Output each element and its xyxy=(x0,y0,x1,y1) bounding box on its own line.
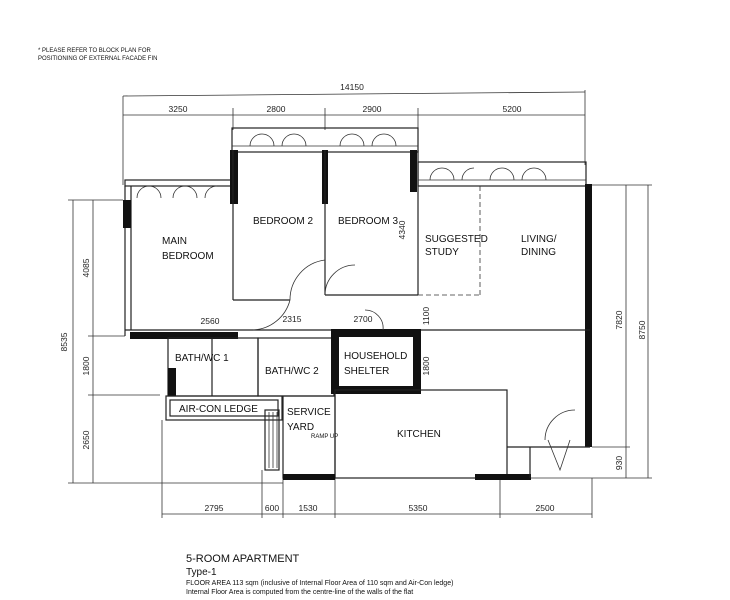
dim-inner: 1800 xyxy=(421,356,431,375)
room-kitchen: KITCHEN xyxy=(397,429,441,440)
ramp-up-label: RAMP UP xyxy=(311,434,338,440)
top-dimensions: 14150 3250 2800 2900 5200 xyxy=(122,82,586,185)
room-study: STUDY xyxy=(425,247,459,258)
dim-inner: 2560 xyxy=(201,316,220,326)
room-study: SUGGESTED xyxy=(425,234,488,245)
room-aircon-ledge: AIR-CON LEDGE xyxy=(179,404,258,415)
room-bath-2: BATH/WC 2 xyxy=(265,366,319,377)
dim-bottom: 1530 xyxy=(299,503,318,513)
note-line-2: POSITIONING OF EXTERNAL FACADE FIN xyxy=(38,56,157,62)
caption-area-note: Internal Floor Area is computed from the… xyxy=(186,589,414,596)
caption-title: 5-ROOM APARTMENT xyxy=(186,553,300,565)
dim-top: 3250 xyxy=(169,104,188,114)
dim-inner: 2700 xyxy=(354,314,373,324)
walls xyxy=(123,127,592,480)
dim-inner: 2315 xyxy=(283,314,302,324)
dim-bottom: 2795 xyxy=(205,503,224,513)
dim-right: 8750 xyxy=(637,320,647,339)
dim-bottom: 600 xyxy=(265,503,279,513)
room-bath-1: BATH/WC 1 xyxy=(175,353,229,364)
dim-bottom: 5350 xyxy=(409,503,428,513)
caption-type: Type-1 xyxy=(186,567,217,578)
room-service-yard: YARD xyxy=(287,422,314,433)
caption-area: FLOOR AREA 113 sqm (inclusive of Interna… xyxy=(186,580,454,587)
room-service-yard: SERVICE xyxy=(287,407,331,418)
dim-top: 2800 xyxy=(267,104,286,114)
room-bedroom-3: BEDROOM 3 xyxy=(338,216,398,227)
dim-left: 1800 xyxy=(81,356,91,375)
dim-right: 7820 xyxy=(614,310,624,329)
dim-inner: 4340 xyxy=(397,220,407,239)
dim-bottom: 2500 xyxy=(536,503,555,513)
bottom-dimensions: 2795 600 1530 5350 2500 xyxy=(161,420,593,518)
right-dimensions: 7820 8750 930 xyxy=(530,184,652,479)
dim-top: 5200 xyxy=(503,104,522,114)
room-living: DINING xyxy=(521,247,556,258)
left-dimensions: 8535 4085 1800 2650 xyxy=(59,199,283,484)
note-line-1: * PLEASE REFER TO BLOCK PLAN FOR xyxy=(38,48,151,54)
room-living: LIVING/ xyxy=(521,234,557,245)
room-shelter: HOUSEHOLD xyxy=(344,351,407,362)
dim-left: 4085 xyxy=(81,258,91,277)
room-shelter: SHELTER xyxy=(344,366,389,377)
dim-inner: 1100 xyxy=(421,307,431,326)
windows xyxy=(136,133,547,199)
dim-right: 930 xyxy=(614,456,624,470)
dim-left: 2650 xyxy=(81,430,91,449)
room-main-bedroom: MAIN xyxy=(162,236,187,247)
dim-left-total: 8535 xyxy=(59,332,69,351)
room-main-bedroom: BEDROOM xyxy=(162,251,214,262)
room-bedroom-2: BEDROOM 2 xyxy=(253,216,313,227)
dim-top: 2900 xyxy=(363,104,382,114)
dim-top-total: 14150 xyxy=(340,82,364,92)
